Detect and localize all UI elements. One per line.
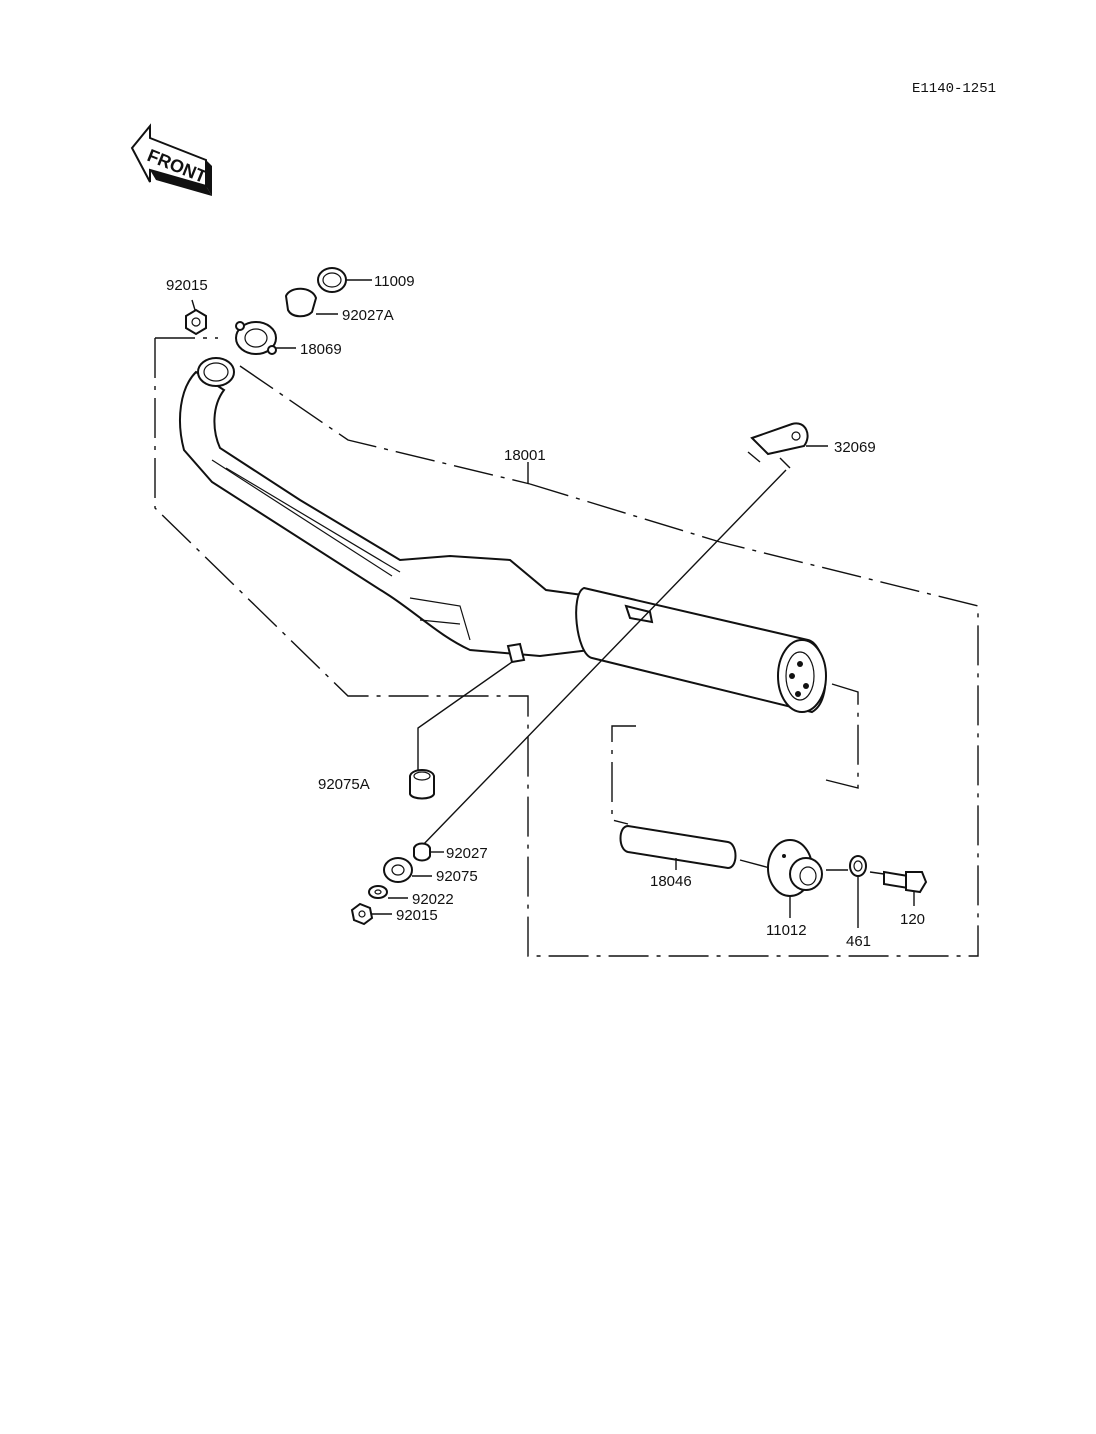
label-92075A: 92075A [318, 776, 370, 793]
part-92015-bottom-nut [350, 902, 392, 926]
label-120: 120 [900, 911, 925, 928]
label-18001: 18001 [504, 447, 546, 464]
front-arrow-icon: FRONT [130, 123, 212, 196]
assembly-bracket-18001 [154, 337, 979, 957]
part-92075A-damper [409, 661, 513, 800]
diagram-code: E1140-1251 [912, 81, 996, 97]
part-92075-damper [383, 857, 432, 883]
internal-parts-bracket [611, 683, 885, 875]
label-92022: 92022 [412, 891, 454, 908]
label-18046: 18046 [650, 873, 692, 890]
part-461-o-ring [849, 855, 867, 928]
part-18046-insert [619, 824, 737, 870]
label-92075: 92075 [436, 868, 478, 885]
label-32069: 32069 [834, 439, 876, 456]
label-11009: 11009 [374, 273, 415, 290]
label-18069: 18069 [300, 341, 342, 358]
part-92022-washer [368, 885, 408, 899]
label-92027: 92027 [446, 845, 488, 862]
exhaust-pipe-18001 [179, 357, 827, 714]
label-92015-bottom: 92015 [396, 907, 438, 924]
label-92027A: 92027A [342, 307, 394, 324]
part-11009-gasket [317, 267, 372, 293]
part-11012-end-cap [767, 839, 823, 918]
label-92015-top: 92015 [166, 277, 208, 294]
part-92015-top-nut [185, 299, 207, 336]
part-92027-collar [413, 842, 444, 862]
part-92027A-collar [284, 287, 338, 318]
label-11012: 11012 [766, 922, 807, 939]
part-32069-bracket [747, 422, 828, 469]
part-120-bolt [883, 870, 928, 906]
label-461: 461 [846, 933, 871, 950]
part-18069-holder [235, 321, 296, 355]
mount-leader-line [419, 469, 787, 849]
